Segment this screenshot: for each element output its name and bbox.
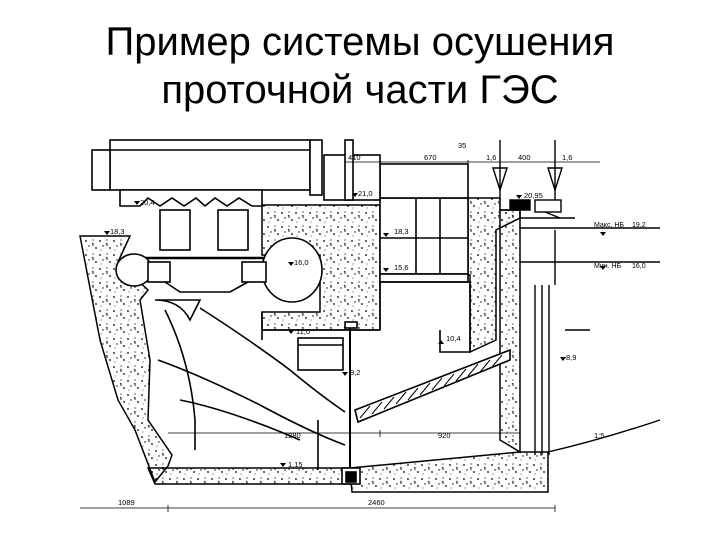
dim-label-400: 400: [518, 153, 531, 162]
dim-label-670: 670: [424, 153, 437, 162]
concrete-lower-floor: [146, 467, 351, 485]
level-label-20-95: 20,95: [524, 191, 543, 200]
generator-unit: [91, 139, 323, 260]
dim-label-35: 35: [458, 141, 466, 150]
level-label-20-4: 20,4: [140, 198, 155, 207]
dim-label-2460: 2460: [368, 498, 385, 507]
level-markers: [104, 193, 606, 467]
dim-label-1089: 1089: [118, 498, 135, 507]
dim-label-920: 920: [438, 431, 451, 440]
level-label-21-0: 21,0: [358, 189, 373, 198]
draft-tube: [154, 299, 380, 470]
title-line-2: проточной части ГЭС: [161, 68, 559, 112]
level-label-1-15: 1,15: [288, 460, 303, 469]
min-tailwater-value: 16,0: [632, 263, 646, 270]
dim-label-slope-1-5: 1:5: [594, 431, 604, 440]
level-label-16-0: 16,0: [294, 258, 309, 267]
spiral-casings: [115, 237, 323, 303]
concrete-upper-right: [467, 197, 521, 354]
sump-pit: [317, 420, 361, 485]
concrete-right-pier: [499, 209, 521, 454]
level-label-18-3-right: 18,3: [394, 227, 409, 236]
dim-label-1280: 1280: [284, 431, 301, 440]
dim-label-410: 410: [348, 153, 361, 162]
level-label-9-2: 9,2: [350, 368, 360, 377]
level-label-15-6: 15,6: [394, 263, 409, 272]
level-label-10-4: 10,4: [446, 334, 461, 343]
dim-label-1-6-right: 1,6: [562, 153, 572, 162]
dim-label-1-6-left: 1,6: [486, 153, 496, 162]
level-label-18-3-left: 18,3: [110, 227, 125, 236]
concrete-right-floor: [349, 451, 549, 493]
equipment-rooms: [323, 139, 471, 353]
max-tailwater-value: 19,2: [632, 222, 646, 229]
slide-title: Пример системы осушения проточной части …: [0, 18, 720, 114]
max-tailwater-label: Макс. НБ: [594, 222, 624, 229]
concrete-body: [79, 197, 549, 493]
level-label-8-9: 8,9: [566, 353, 576, 362]
drainage-ramp: [354, 348, 511, 424]
tailwater-gate: [492, 140, 661, 455]
title-line-1: Пример системы осушения: [105, 20, 615, 64]
min-tailwater-label: Мин. НБ: [594, 263, 622, 270]
dimension-lines: [80, 160, 600, 512]
level-label-11-0: 11,0: [296, 327, 310, 336]
